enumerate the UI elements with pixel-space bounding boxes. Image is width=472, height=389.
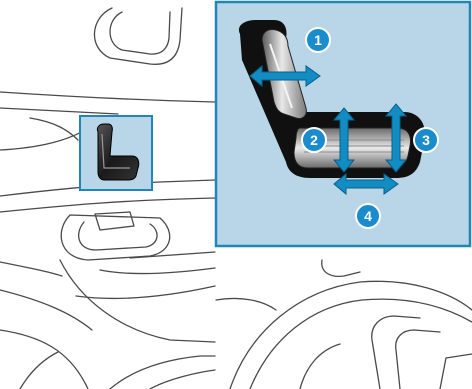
door-handle-recess bbox=[61, 215, 170, 260]
callout-label-2: 2 bbox=[310, 132, 318, 148]
steering-wheel-rim bbox=[230, 281, 472, 389]
callout-badge-2: 2 bbox=[302, 128, 326, 152]
callout-label-4: 4 bbox=[364, 208, 372, 224]
callout-badge-3: 3 bbox=[414, 128, 438, 152]
callout-label-3: 3 bbox=[422, 132, 430, 148]
seat-switch-inset-panel: 1 2 3 4 bbox=[216, 2, 470, 246]
door-seat-switch-highlight bbox=[80, 116, 152, 190]
callout-badge-1: 1 bbox=[306, 28, 330, 52]
door-pocket bbox=[60, 260, 215, 342]
callout-label-1: 1 bbox=[314, 32, 322, 48]
door-upper-trim bbox=[0, 92, 215, 102]
door-handle-lever bbox=[95, 212, 134, 230]
callout-badge-4: 4 bbox=[356, 204, 380, 228]
mirror-inner-outline bbox=[110, 12, 170, 54]
